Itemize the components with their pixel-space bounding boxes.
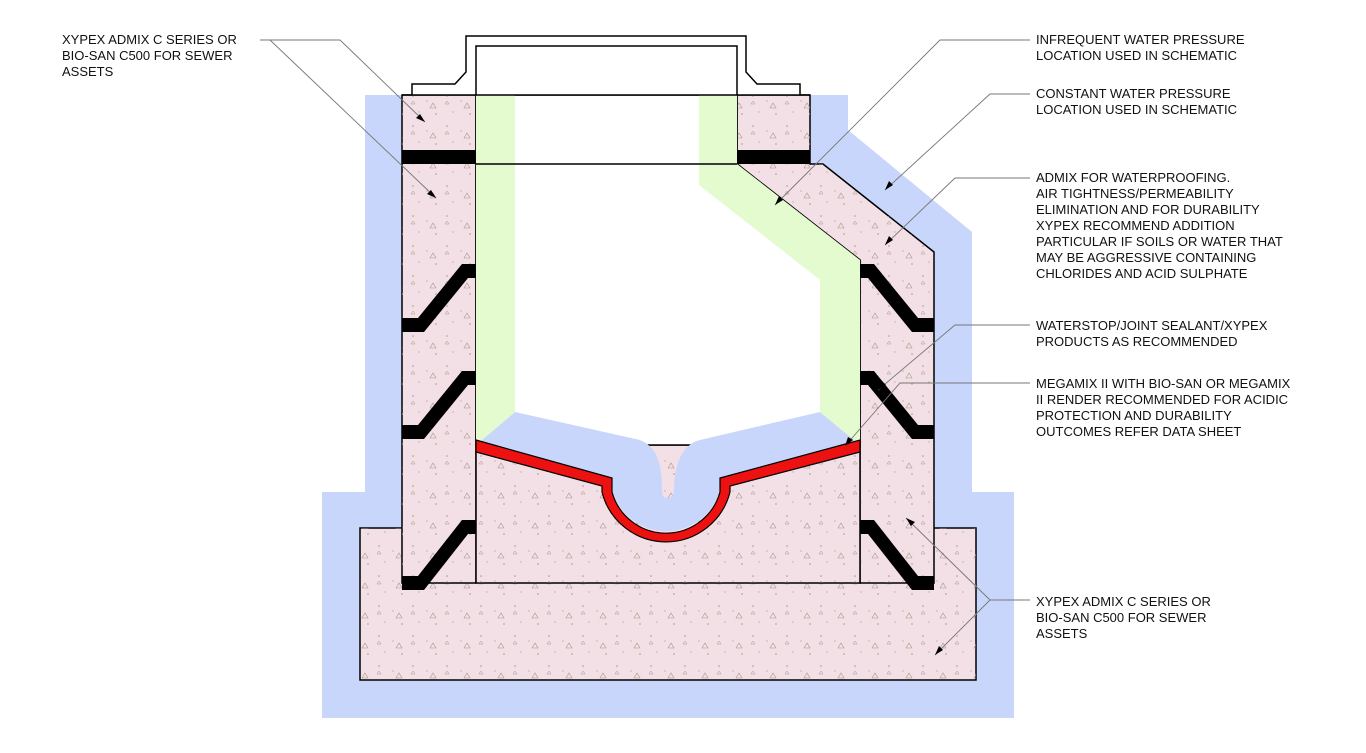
callout-line: PRODUCTS AS RECOMMENDED (1036, 334, 1238, 349)
callout-line: MAY BE AGGRESSIVE CONTAINING (1036, 250, 1257, 265)
callout-line: PARTICULAR IF SOILS OR WATER THAT (1036, 234, 1283, 249)
leader-lines (260, 39, 1030, 656)
callout-line: II RENDER RECOMMENDED FOR ACIDIC (1036, 392, 1289, 407)
callout-line: ASSETS (1036, 626, 1088, 641)
callout-line: PROTECTION AND DURABILITY (1036, 408, 1232, 423)
callout-admix: ADMIX FOR WATERPROOFING.AIR TIGHTNESS/PE… (1036, 170, 1283, 282)
leader-arrowheads (416, 114, 943, 655)
callout-line: AIR TIGHTNESS/PERMEABILITY (1036, 186, 1234, 201)
callout-line: OUTCOMES REFER DATA SHEET (1036, 424, 1242, 439)
interior-coating-left (476, 95, 515, 445)
callout-line: XYPEX ADMIX C SERIES OR (62, 32, 237, 47)
constant-water-zone (476, 412, 860, 532)
acidic-protection-render (475, 439, 861, 543)
callout-line: WATERSTOP/JOINT SEALANT/XYPEX (1036, 318, 1268, 333)
interior-coating-right (699, 95, 860, 445)
joint-seal-top-left (402, 150, 476, 164)
joint-seal-right-3 (860, 520, 934, 590)
joint-seal-left-1 (402, 264, 476, 332)
callout-line: XYPEX RECOMMEND ADDITION (1036, 218, 1235, 233)
callout-line: LOCATION USED IN SCHEMATIC (1036, 102, 1238, 117)
callout-line: CONSTANT WATER PRESSURE (1036, 86, 1231, 101)
joint-seal-top-right (737, 150, 810, 164)
joint-seal-left-2 (402, 371, 476, 439)
cover-frame (411, 35, 801, 95)
callout-line: LOCATION USED IN SCHEMATIC (1036, 48, 1238, 63)
cover-frame-inner (475, 45, 738, 95)
callout-line: MEGAMIX II WITH BIO-SAN OR MEGAMIX (1036, 376, 1291, 391)
callout-line: ASSETS (62, 64, 114, 79)
callout-line: ADMIX FOR WATERPROOFING. (1036, 170, 1231, 185)
callout-line: ELIMINATION AND FOR DURABILITY (1036, 202, 1260, 217)
callout-line: BIO-SAN C500 FOR SEWER (62, 48, 233, 63)
callout-line: XYPEX ADMIX C SERIES OR (1036, 594, 1211, 609)
callout-line: BIO-SAN C500 FOR SEWER (1036, 610, 1207, 625)
callout-line: INFREQUENT WATER PRESSURE (1036, 32, 1245, 47)
joint-seal-right-2 (860, 371, 934, 439)
joint-seal-left-3 (402, 520, 476, 590)
joint-seal-right-1 (860, 264, 934, 332)
callout-line: CHLORIDES AND ACID SULPHATE (1036, 266, 1248, 281)
